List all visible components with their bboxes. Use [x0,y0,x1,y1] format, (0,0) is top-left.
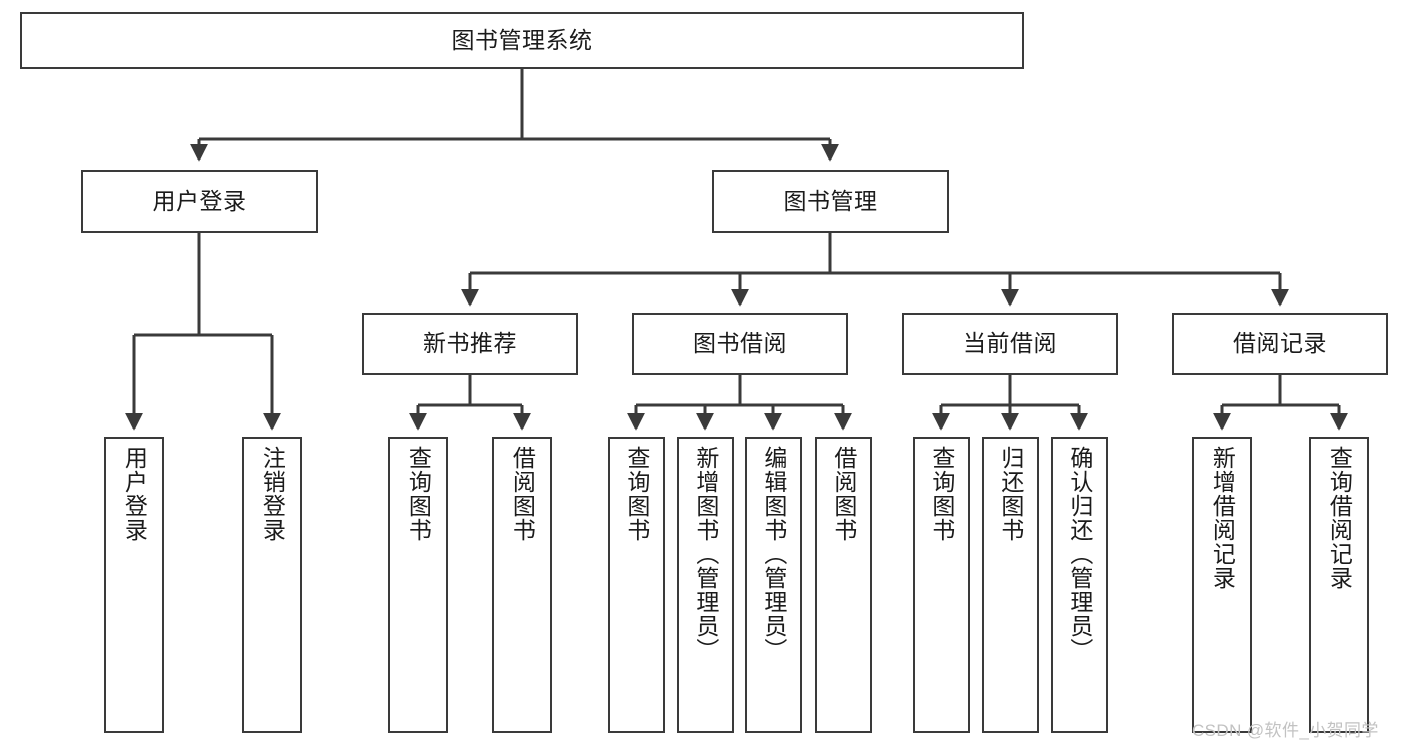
leaf-current-borrow-return[interactable]: 归还图书 [982,437,1039,733]
node-root[interactable]: 图书管理系统 [20,12,1024,69]
leaf-label: 归还图书 [997,446,1024,542]
leaf-book-borrow-query[interactable]: 查询图书 [608,437,665,733]
node-book-borrow[interactable]: 图书借阅 [632,313,848,375]
node-user-login[interactable]: 用户登录 [81,170,318,233]
leaf-new-book-query[interactable]: 查询图书 [388,437,448,733]
leaf-book-borrow-borrow[interactable]: 借阅图书 [815,437,872,733]
leaf-label: 用户登录 [121,446,148,542]
leaf-current-borrow-query[interactable]: 查询图书 [913,437,970,733]
leaf-user-login-login[interactable]: 用户登录 [104,437,164,733]
leaf-label: 编辑图书（管理员） [760,446,787,662]
leaf-label: 查询图书 [405,446,432,542]
node-root-label: 图书管理系统 [451,26,593,53]
leaf-book-borrow-edit[interactable]: 编辑图书（管理员） [745,437,802,733]
leaf-borrow-record-add[interactable]: 新增借阅记录 [1192,437,1252,733]
leaf-label: 确认归还（管理员） [1066,446,1093,662]
leaf-borrow-record-query[interactable]: 查询借阅记录 [1309,437,1369,733]
leaf-book-borrow-add[interactable]: 新增图书（管理员） [677,437,734,733]
node-new-book-recommend-label: 新书推荐 [423,330,517,357]
leaf-label: 借阅图书 [509,446,536,542]
node-user-login-label: 用户登录 [152,187,247,214]
node-book-management[interactable]: 图书管理 [712,170,949,233]
node-book-borrow-label: 图书借阅 [693,330,787,357]
leaf-label: 新增图书（管理员） [692,446,719,662]
watermark: CSDN @软件_小贺同学 [1192,721,1379,740]
leaf-label: 借阅图书 [830,446,857,542]
leaf-user-login-logout[interactable]: 注销登录 [242,437,302,733]
leaf-label: 注销登录 [259,446,286,542]
leaf-label: 查询借阅记录 [1326,446,1353,590]
node-current-borrow-label: 当前借阅 [963,330,1057,357]
leaf-label: 查询图书 [623,446,650,542]
node-borrow-record[interactable]: 借阅记录 [1172,313,1388,375]
leaf-label: 查询图书 [928,446,955,542]
node-current-borrow[interactable]: 当前借阅 [902,313,1118,375]
node-book-management-label: 图书管理 [783,187,878,214]
node-borrow-record-label: 借阅记录 [1233,330,1327,357]
leaf-new-book-borrow[interactable]: 借阅图书 [492,437,552,733]
node-new-book-recommend[interactable]: 新书推荐 [362,313,578,375]
leaf-current-borrow-confirm[interactable]: 确认归还（管理员） [1051,437,1108,733]
leaf-label: 新增借阅记录 [1209,446,1236,590]
